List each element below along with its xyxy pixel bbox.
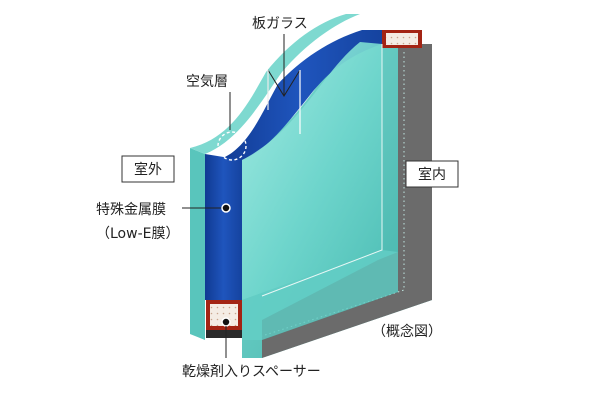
front-glass-edge (190, 148, 205, 340)
indoor-box (405, 160, 459, 188)
label-air-layer: 空気層 (186, 74, 228, 90)
leader-plate-glass-fork (267, 69, 301, 97)
metal-film-marker (221, 203, 231, 213)
label-outdoor: 室外 (134, 161, 162, 178)
label-concept-note: （概念図） (372, 323, 442, 340)
air-layer-side (205, 154, 242, 300)
label-special-metal-film: 特殊金属膜 (96, 202, 166, 218)
outdoor-box (121, 155, 175, 183)
label-indoor: 室内 (418, 166, 446, 183)
label-low-e-film: （Low-E膜） (96, 226, 179, 242)
label-spacer: 乾燥剤入りスペーサー (182, 364, 321, 380)
air-layer-marker (217, 131, 247, 161)
label-plate-glass: 板ガラス (252, 16, 308, 32)
bottom-sealant (206, 330, 242, 338)
front-glass-face (242, 42, 382, 300)
front-glass-lower (242, 250, 398, 340)
spacer-marker (221, 317, 231, 327)
inner-frame-line (261, 44, 383, 297)
back-pane-frame (262, 44, 432, 358)
